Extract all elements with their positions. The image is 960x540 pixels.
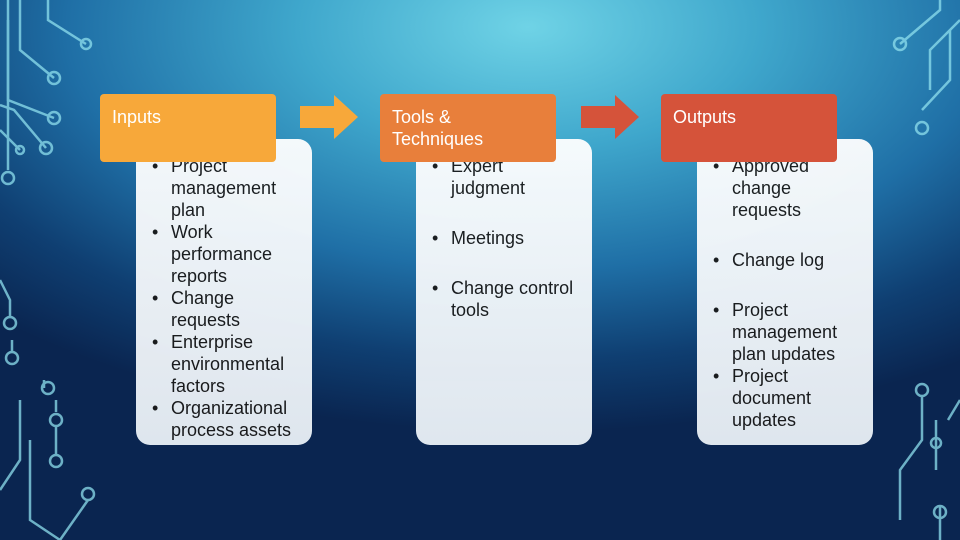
outputs-card: Approved change requests Change log Proj…: [697, 139, 873, 445]
list-item: Enterprise environmental factors: [152, 331, 298, 397]
list-item: Work performance reports: [152, 221, 298, 287]
list-item: Change log: [713, 249, 859, 271]
list-item: Change control tools: [432, 277, 578, 321]
list-item: Change requests: [152, 287, 298, 331]
list-item: Organizational process assets: [152, 397, 298, 441]
list-item: Approved change requests: [713, 155, 859, 221]
inputs-list: Project management plan Work performance…: [152, 155, 298, 441]
list-item: Meetings: [432, 227, 578, 249]
outputs-header: Outputs: [661, 94, 837, 162]
list-item: Project document updates: [713, 365, 859, 431]
inputs-header: Inputs: [100, 94, 276, 162]
inputs-card: Project management plan Work performance…: [136, 139, 312, 445]
tools-header: Tools & Techniques: [380, 94, 556, 162]
tools-list: Expert judgment Meetings Change control …: [432, 155, 578, 321]
tools-card: Expert judgment Meetings Change control …: [416, 139, 592, 445]
outputs-list: Approved change requests Change log Proj…: [713, 155, 859, 431]
list-item: Project management plan: [152, 155, 298, 221]
arrow-right-icon: [300, 95, 358, 139]
list-item: Project management plan updates: [713, 299, 859, 365]
arrow-right-icon: [581, 95, 639, 139]
